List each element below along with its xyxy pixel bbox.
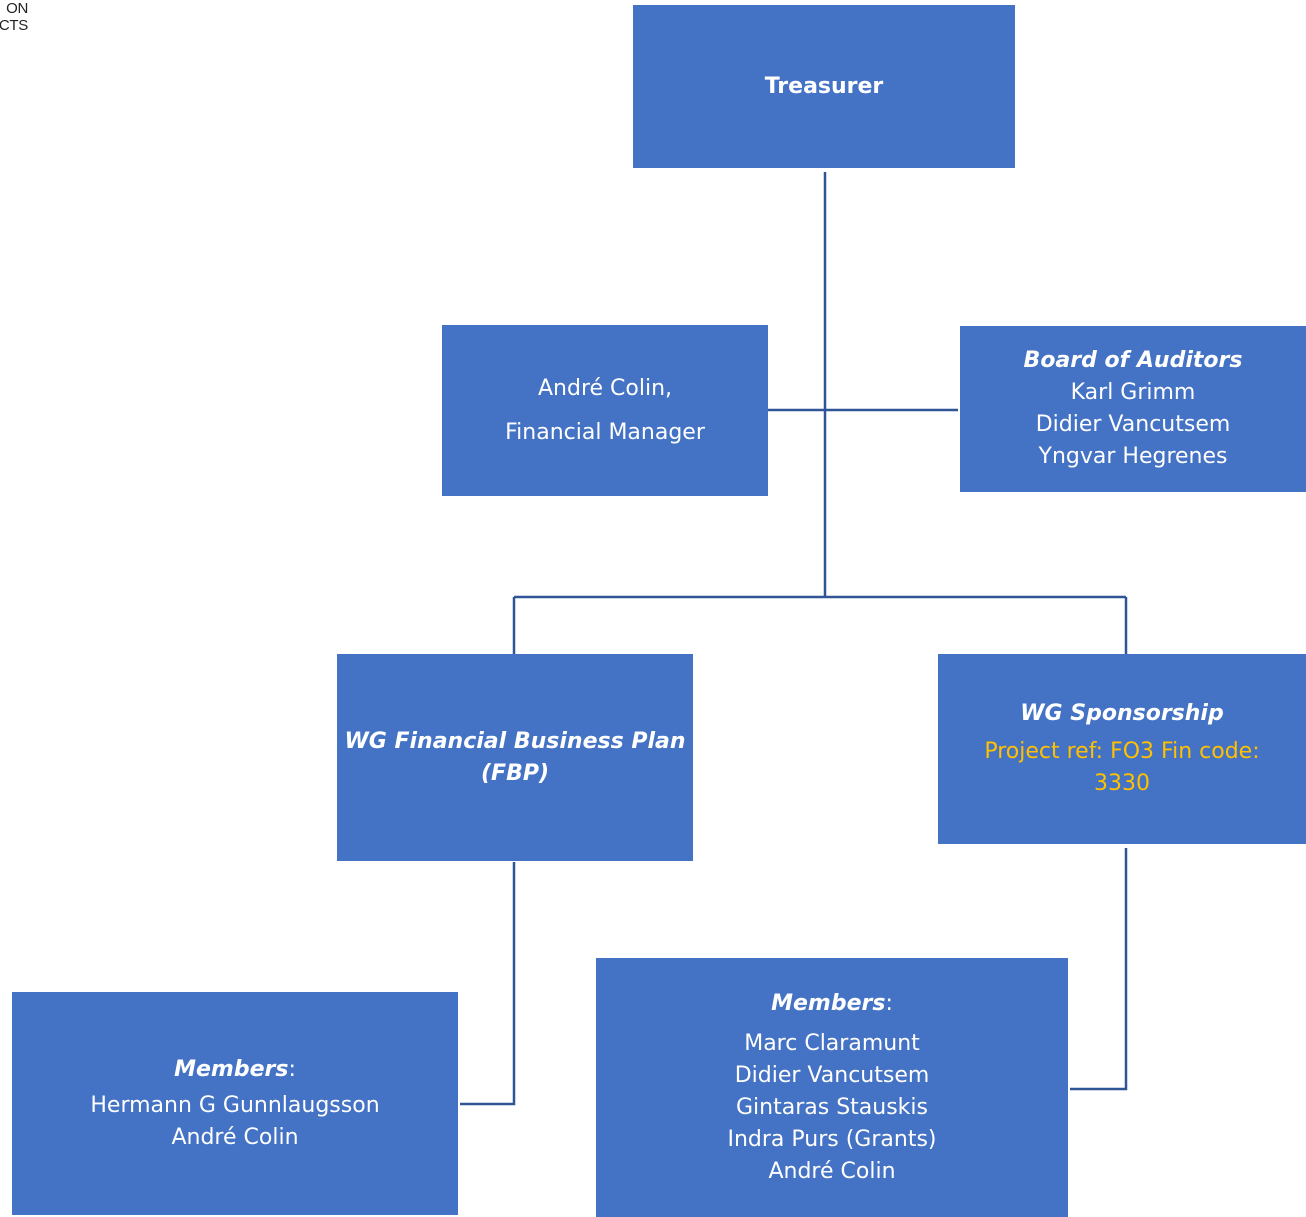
auditor-name: Didier Vancutsem	[1035, 412, 1231, 437]
financial-manager-role: Financial Manager	[505, 419, 705, 445]
treasurer-title: Treasurer	[764, 73, 884, 99]
board-of-auditors-title: Board of Auditors	[1023, 348, 1243, 373]
logo-text: ON CTS	[0, 0, 28, 34]
sponsorship-member-name: Indra Purs (Grants)	[727, 1126, 937, 1152]
sponsorship-members-box: Members: Marc Claramunt Didier Vancutsem…	[596, 958, 1068, 1217]
financial-manager-box: André Colin, Financial Manager	[442, 325, 768, 496]
wg-fbp-title-line-1: WG Financial Business Plan	[344, 728, 686, 754]
sponsorship-members-heading: Members:	[771, 988, 893, 1020]
sponsorship-member-name: Marc Claramunt	[744, 1030, 920, 1056]
sponsorship-member-name: Didier Vancutsem	[734, 1062, 930, 1088]
fbp-members-label: Members	[174, 1056, 289, 1082]
sponsorship-members-label: Members	[771, 990, 886, 1016]
fbp-members-box: Members: Hermann G Gunnlaugsson André Co…	[12, 992, 458, 1215]
fbp-member-name: Hermann G Gunnlaugsson	[90, 1092, 380, 1118]
sponsorship-members-connector	[1070, 848, 1128, 1091]
logo-line-1: ON	[6, 0, 28, 17]
treasurer-box: Treasurer	[633, 5, 1015, 168]
wg-sponsorship-project-line-2: 3330	[1094, 771, 1150, 796]
auditor-name: Yngvar Hegrenes	[1038, 444, 1228, 469]
sponsorship-member-name: Gintaras Stauskis	[736, 1094, 928, 1120]
financial-manager-name: André Colin,	[537, 375, 673, 401]
sponsorship-members-colon: :	[885, 990, 893, 1016]
auditor-name: Karl Grimm	[1070, 380, 1196, 405]
sponsorship-member-name: André Colin	[768, 1158, 896, 1184]
wg-fbp-box: WG Financial Business Plan (FBP)	[337, 654, 693, 861]
fbp-members-connector	[460, 862, 516, 1106]
wg-sponsorship-box: WG Sponsorship Project ref: FO3 Fin code…	[938, 654, 1306, 844]
board-of-auditors-box: Board of Auditors Karl Grimm Didier Vanc…	[960, 326, 1306, 492]
fbp-members-colon: :	[288, 1056, 296, 1082]
fbp-members-heading: Members:	[174, 1054, 296, 1086]
wg-sponsorship-project-line-1: Project ref: FO3 Fin code:	[984, 739, 1260, 764]
wg-sponsorship-title: WG Sponsorship	[1020, 701, 1224, 726]
wg-fbp-title-line-2: (FBP)	[480, 760, 550, 786]
fbp-member-name: André Colin	[171, 1124, 299, 1150]
logo-line-2: CTS	[0, 17, 28, 34]
